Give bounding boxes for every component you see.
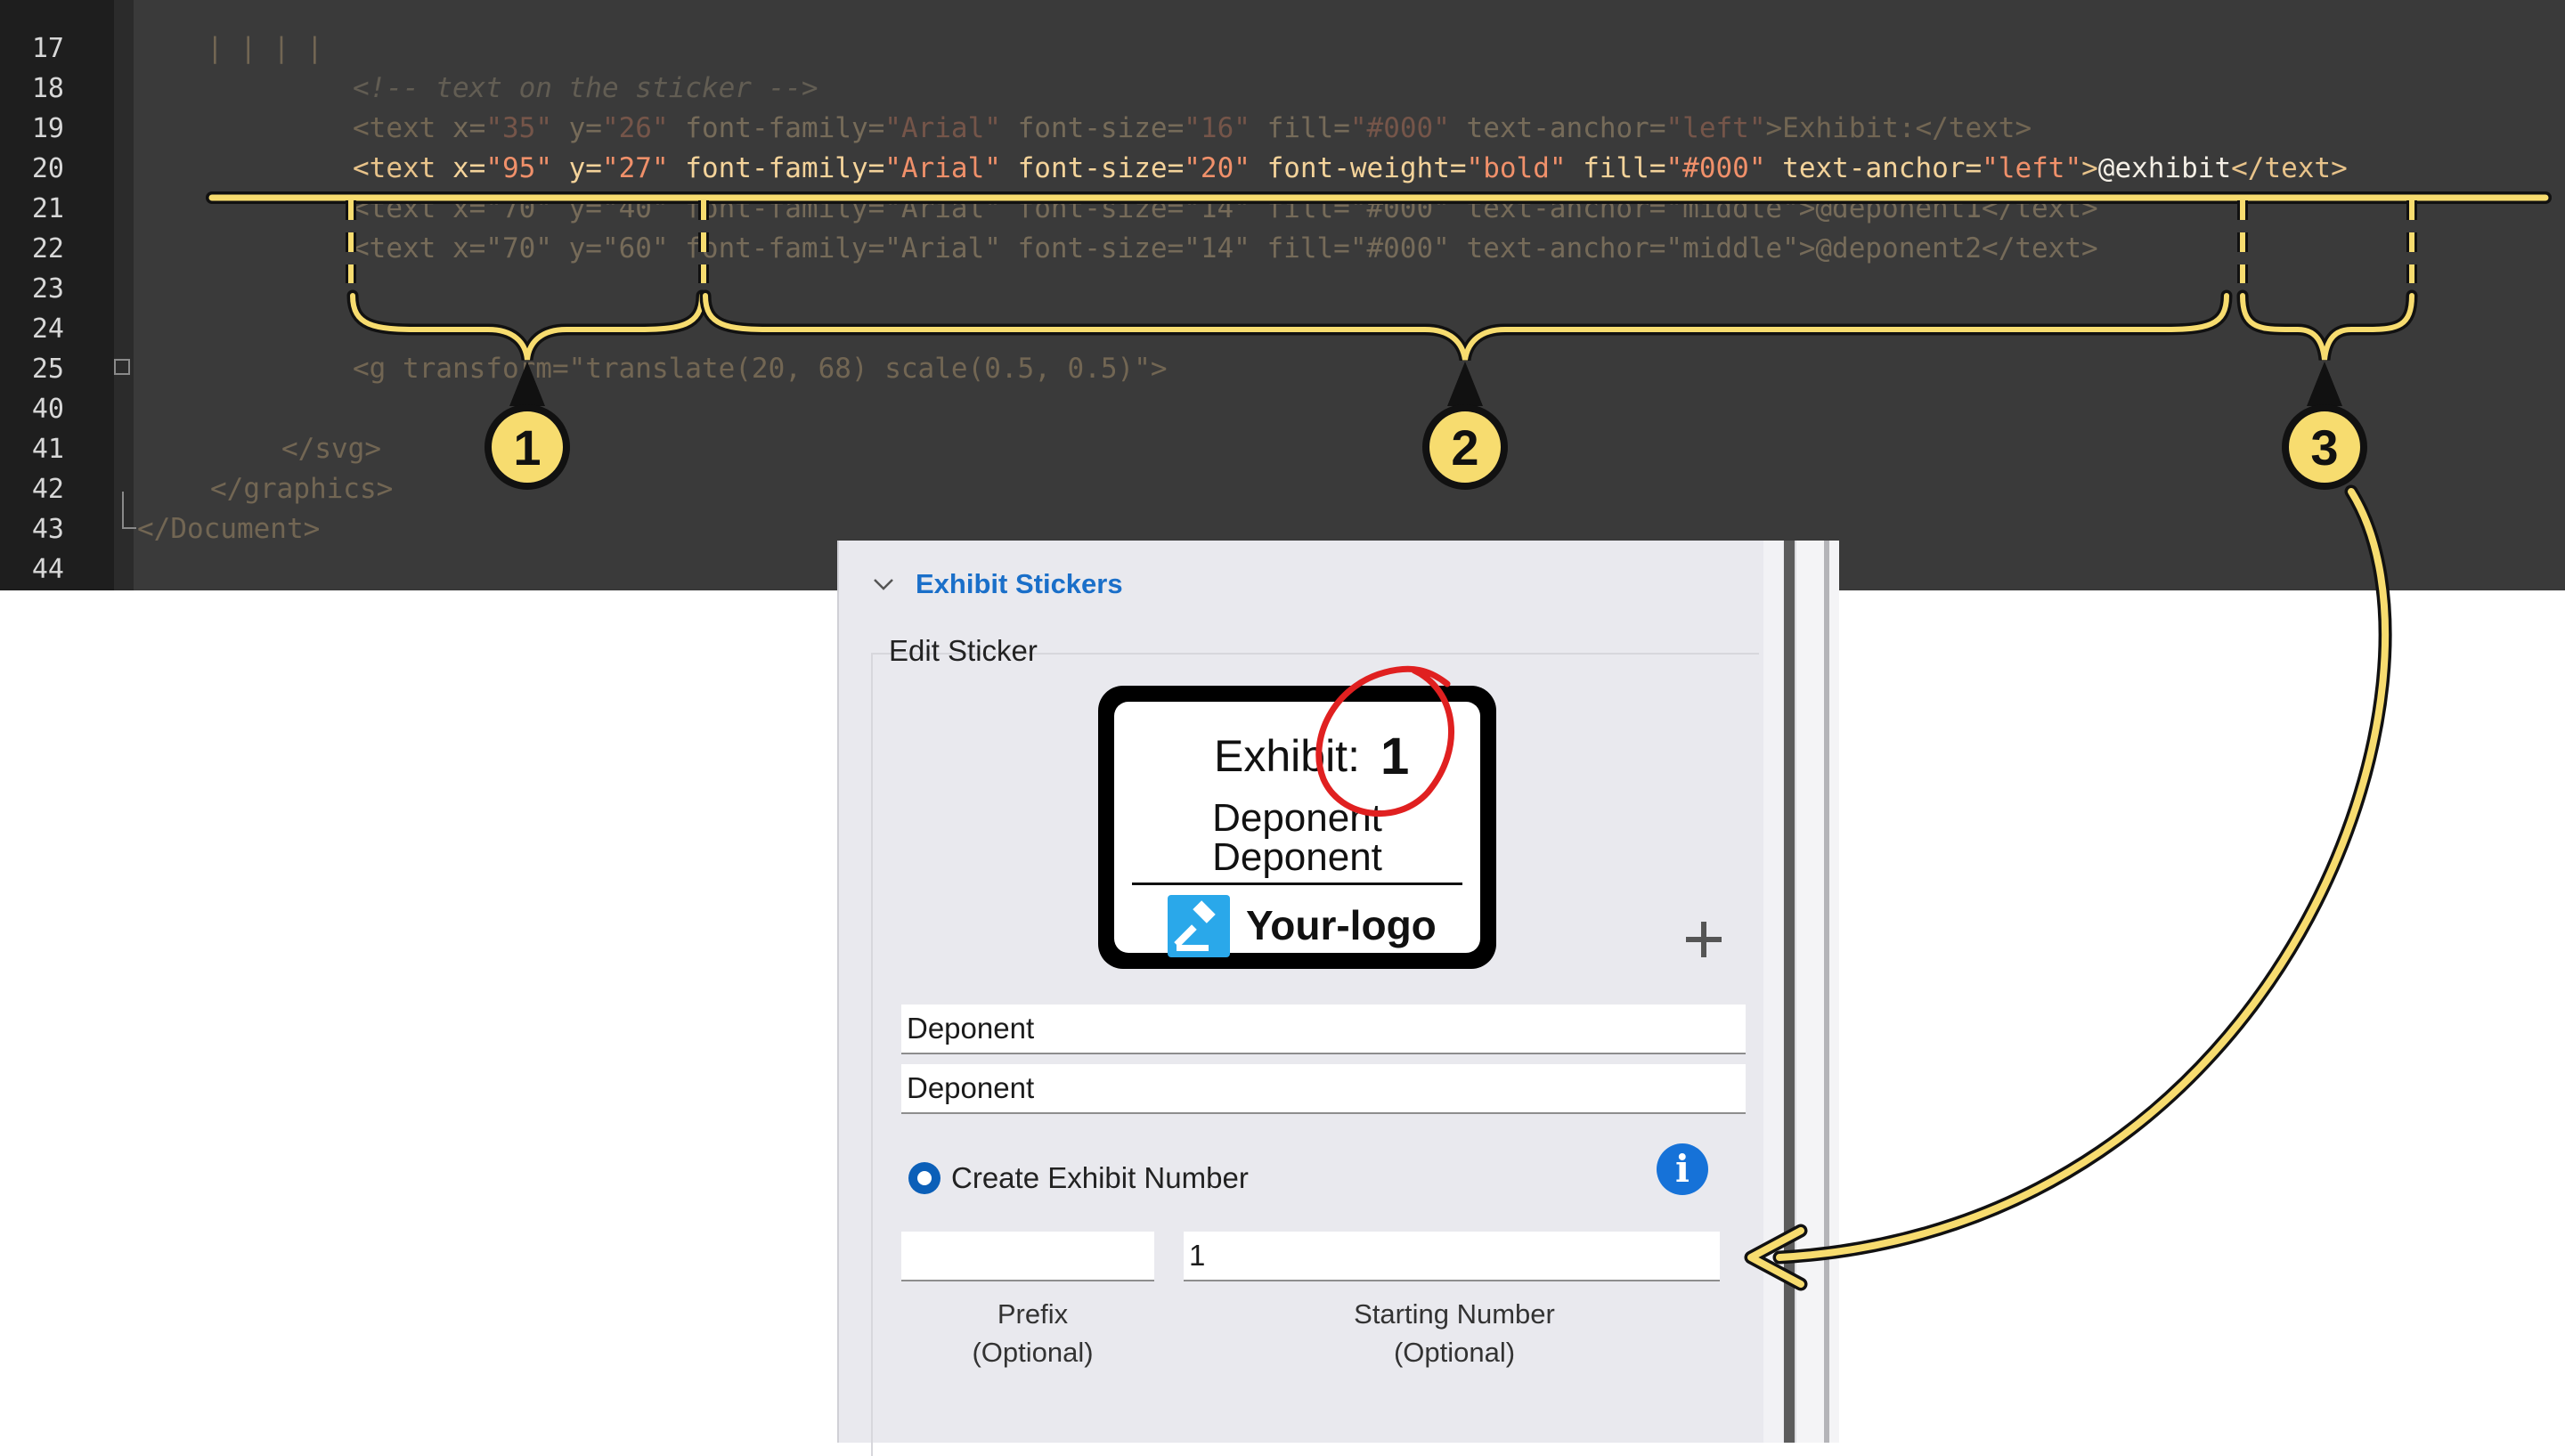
code-line-22: <text x="70" y="60" font-family="Arial" …: [353, 232, 2098, 264]
line-number: 42: [31, 474, 64, 505]
code-line-20-highlighted: <text x="95" y="27" font-family="Arial" …: [353, 152, 2348, 184]
starting-number-input[interactable]: 1: [1184, 1232, 1720, 1281]
edit-sticker-label: Edit Sticker: [889, 634, 1038, 667]
line-number: 23: [31, 273, 64, 305]
fold-guide: [122, 527, 136, 529]
create-exhibit-radio[interactable]: [908, 1162, 940, 1194]
starting-number-caption: Starting Number (Optional): [1354, 1298, 1555, 1368]
line-number: 19: [31, 113, 64, 144]
fold-guide: [122, 492, 124, 529]
line-number: 40: [31, 394, 64, 425]
info-icon[interactable]: i: [1657, 1143, 1708, 1195]
curved-arrow: [1744, 484, 2392, 1291]
fold-column: [114, 0, 134, 590]
line-number: 24: [31, 313, 64, 345]
prefix-caption: Prefix (Optional): [972, 1298, 1094, 1368]
line-number: 25: [31, 354, 64, 385]
fold-toggle-icon[interactable]: [114, 359, 130, 375]
scrollbar[interactable]: [1824, 541, 1829, 1443]
edit-sticker-group: [871, 653, 1759, 1456]
section-header-exhibit-stickers[interactable]: Exhibit Stickers: [871, 563, 1123, 606]
deponent-1-input[interactable]: Deponent: [901, 1005, 1746, 1054]
code-editor[interactable]: 17 18 19 20 21 22 23 24 25 40 41 42 43 4…: [0, 0, 2565, 590]
panel-splitter[interactable]: [1784, 541, 1795, 1443]
create-exhibit-label: Create Exhibit Number: [951, 1161, 1249, 1194]
code-line-18: <!-- text on the sticker -->: [353, 72, 818, 104]
section-title: Exhibit Stickers: [916, 568, 1123, 599]
sticker-exhibit-number: 1: [1380, 728, 1410, 785]
plus-icon[interactable]: [1684, 920, 1723, 959]
sticker-deponent-1: Deponent: [1212, 796, 1382, 840]
gavel-icon: [1168, 895, 1230, 957]
code-line-42: </graphics>: [210, 473, 394, 505]
line-number: 18: [31, 73, 64, 104]
code-line-21: <text x="70" y="40" font-family="Arial" …: [353, 192, 2098, 224]
create-exhibit-number-option[interactable]: Create Exhibit Number: [908, 1161, 1249, 1195]
line-number: 20: [31, 153, 64, 184]
code-line-43: </Document>: [137, 513, 321, 545]
sticker-exhibit-label: Exhibit:: [1214, 731, 1360, 781]
sticker-divider: [1132, 883, 1462, 885]
line-number: 21: [31, 193, 64, 224]
line-number: 17: [31, 33, 64, 64]
sticker-preview: Exhibit: 1 Deponent Deponent Your-logo: [1098, 686, 1496, 969]
prefix-input[interactable]: [901, 1232, 1154, 1281]
chevron-down-icon[interactable]: [871, 572, 896, 597]
line-number: 44: [31, 554, 64, 585]
panel-scroll-area: [1795, 541, 1839, 1443]
deponent-2-input[interactable]: Deponent: [901, 1064, 1746, 1114]
line-number-gutter: 17 18 19 20 21 22 23 24 25 40 41 42 43 4…: [0, 0, 114, 590]
panel-gutter: [1763, 541, 1783, 1443]
sticker-deponent-2: Deponent: [1212, 835, 1382, 879]
code-line-17: | | | |: [207, 32, 323, 64]
code-line-25: <g transform="translate(20, 68) scale(0.…: [353, 353, 1168, 385]
line-number: 41: [31, 434, 64, 465]
code-line-41: </svg>: [281, 433, 381, 465]
code-line-19: <text x="35" y="26" font-family="Arial" …: [353, 112, 2032, 144]
line-number: 43: [31, 514, 64, 545]
line-number: 22: [31, 233, 64, 264]
sticker-logo-text: Your-logo: [1246, 902, 1437, 948]
